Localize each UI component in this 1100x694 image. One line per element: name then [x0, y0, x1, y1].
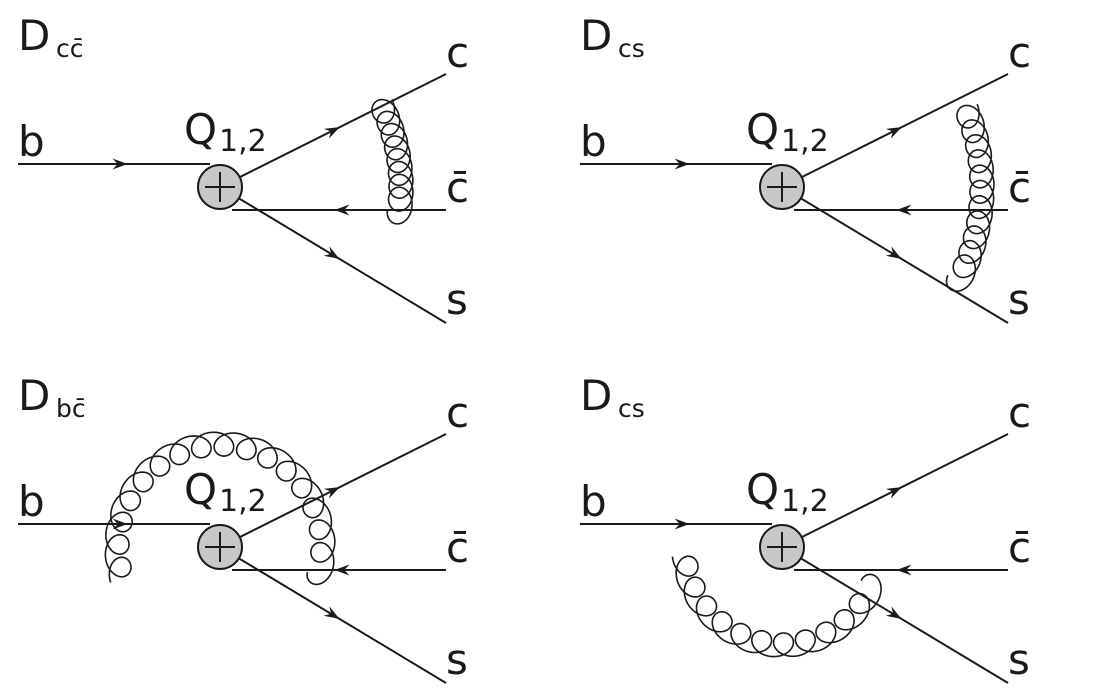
operator-label-subscript: 1,2 [781, 124, 829, 159]
anti-c-quark-arrow [896, 204, 912, 216]
diagram-label-subscript: cs [618, 34, 645, 63]
anti-c-quark-arrow [896, 564, 912, 576]
anti-c-quark-label: c̄ [1008, 523, 1031, 572]
diagram-label-subscript: cs [618, 394, 645, 423]
c-quark-arrow [885, 127, 902, 139]
operator-label-subscript: 1,2 [219, 124, 267, 159]
b-quark-label: b [580, 477, 607, 526]
gluon-line [104, 431, 336, 586]
anti-c-quark-label: c̄ [446, 523, 469, 572]
anti-c-quark-label: c̄ [1008, 163, 1031, 212]
b-quark-label: b [18, 477, 45, 526]
b-quark-arrow [674, 518, 690, 530]
s-quark-arrow [885, 246, 902, 259]
diagram-label: D [580, 371, 612, 420]
c-quark-label: c [1008, 388, 1031, 437]
s-quark-label: s [446, 635, 468, 684]
gluon-line [371, 98, 414, 225]
gluon-line [945, 103, 995, 293]
operator-label: Q [184, 105, 217, 154]
c-quark-arrow [323, 127, 340, 139]
b-quark-arrow [674, 158, 690, 170]
c-quark-arrow [323, 487, 340, 499]
diagram-label: D [18, 371, 50, 420]
anti-c-quark-arrow [334, 204, 350, 216]
operator-label: Q [184, 465, 217, 514]
operator-label: Q [746, 465, 779, 514]
s-quark-label: s [1008, 635, 1030, 684]
s-quark-label: s [1008, 275, 1030, 324]
diagram-label: D [580, 11, 612, 60]
s-quark-arrow [323, 246, 340, 259]
s-quark-arrow [323, 606, 340, 619]
anti-c-quark-label: c̄ [446, 163, 469, 212]
diagram-label-subscript: bc̄ [56, 394, 86, 423]
b-quark-label: b [18, 117, 45, 166]
operator-label-subscript: 1,2 [219, 484, 267, 519]
c-quark-label: c [446, 28, 469, 77]
s-quark-arrow [885, 606, 902, 619]
anti-c-quark-arrow [334, 564, 350, 576]
diagram-label: D [18, 11, 50, 60]
operator-label-subscript: 1,2 [781, 484, 829, 519]
diagram-label-subscript: cc̄ [56, 34, 84, 63]
b-quark-arrow [112, 518, 128, 530]
c-quark-label: c [1008, 28, 1031, 77]
gluon-line [671, 555, 882, 658]
s-quark-label: s [446, 275, 468, 324]
b-quark-label: b [580, 117, 607, 166]
c-quark-label: c [446, 388, 469, 437]
c-quark-arrow [885, 487, 902, 499]
operator-label: Q [746, 105, 779, 154]
b-quark-arrow [112, 158, 128, 170]
